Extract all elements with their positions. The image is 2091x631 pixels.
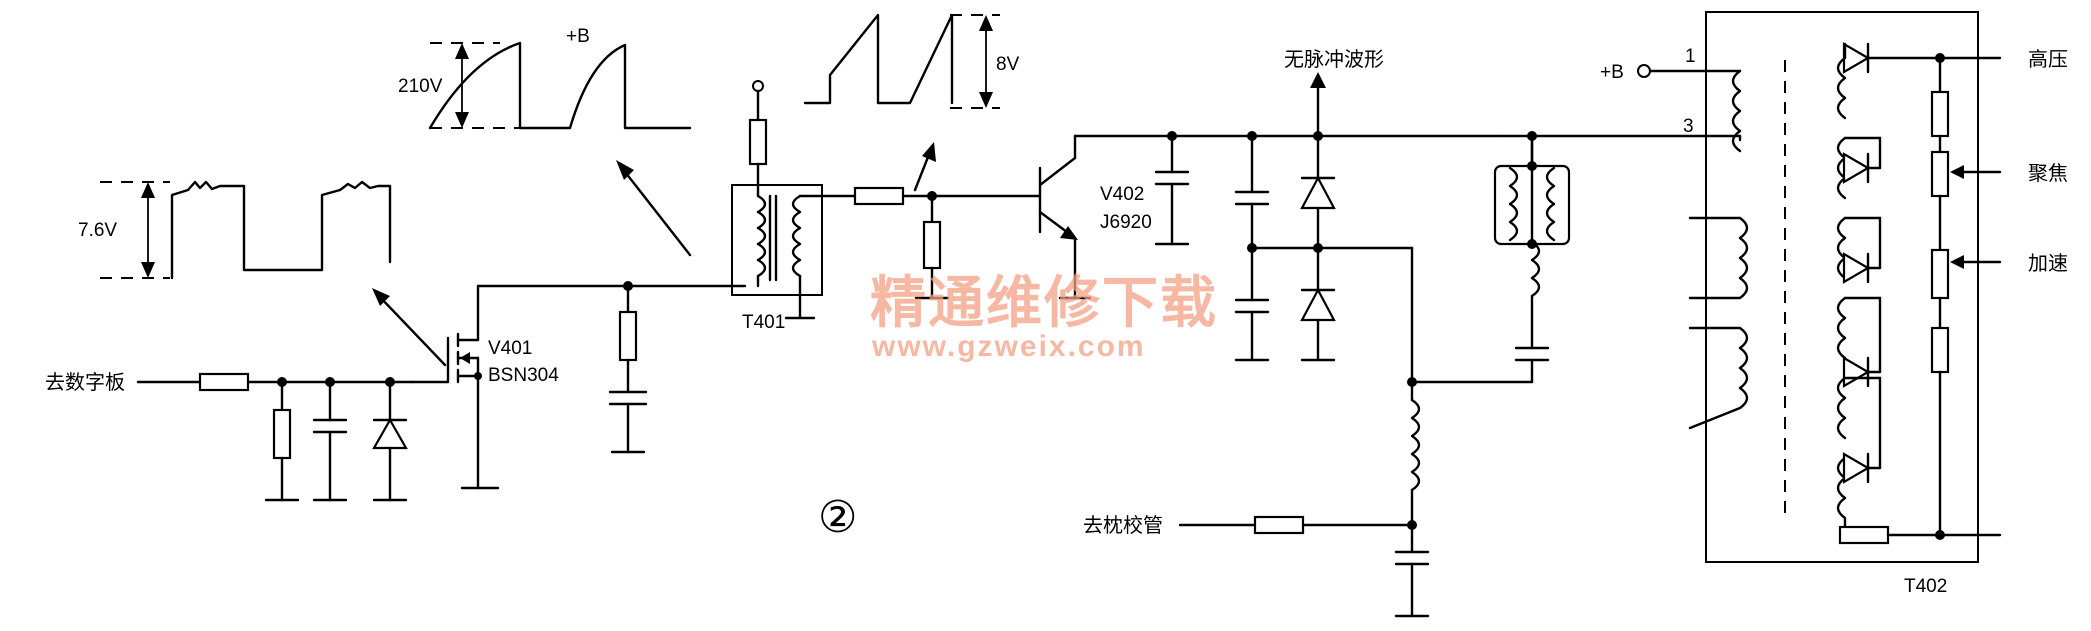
transformer-t401: +B T401 [566,26,857,333]
waveform-210v: 210V [398,41,692,130]
label-bsn304: BSN304 [488,365,559,386]
label-v402: V402 [1100,184,1144,205]
label-t402: T402 [1904,576,1947,597]
transformer-t402: T402 +B 1 3 [1498,11,2068,597]
waveform-210v-label: 210V [398,76,443,97]
waveform-7v6: 7.6V [78,180,392,280]
input-circuit [136,372,414,502]
waveform-8v-label: 8V [996,54,1020,75]
waveform-8v: 8V [803,13,1020,109]
label-plus-b-right: +B [1600,62,1624,83]
label-to-pillow-tube: 去枕校管 [1083,513,1163,537]
label-pin1: 1 [1685,46,1696,67]
label-v401: V401 [488,338,532,359]
collector-network: 无脉冲波形 去枕校管 [1083,47,1571,618]
base-network [853,186,1042,300]
watermark-cn: 精通维修下载 [870,271,1218,336]
mosfet-v401: V401 BSN304 [410,284,559,490]
transistor-v402: V402 J6920 [1038,134,1502,300]
label-plus-b-left: +B [566,26,590,47]
label-t401: T401 [742,312,785,333]
label-focus: 聚焦 [2028,161,2068,185]
waveform-pointers [372,142,936,367]
label-accel: 加速 [2028,251,2068,275]
label-high-voltage: 高压 [2028,47,2068,71]
label-no-pulse: 无脉冲波形 [1284,47,1384,71]
label-to-digital-board: 去数字板 [45,370,125,394]
drain-network [476,281,747,454]
label-j6920: J6920 [1100,212,1152,233]
figure-number: ② [818,492,857,543]
label-pin3: 3 [1683,116,1694,137]
watermark-url: www.gzweix.com [871,330,1146,363]
waveform-7v6-label: 7.6V [78,220,117,241]
